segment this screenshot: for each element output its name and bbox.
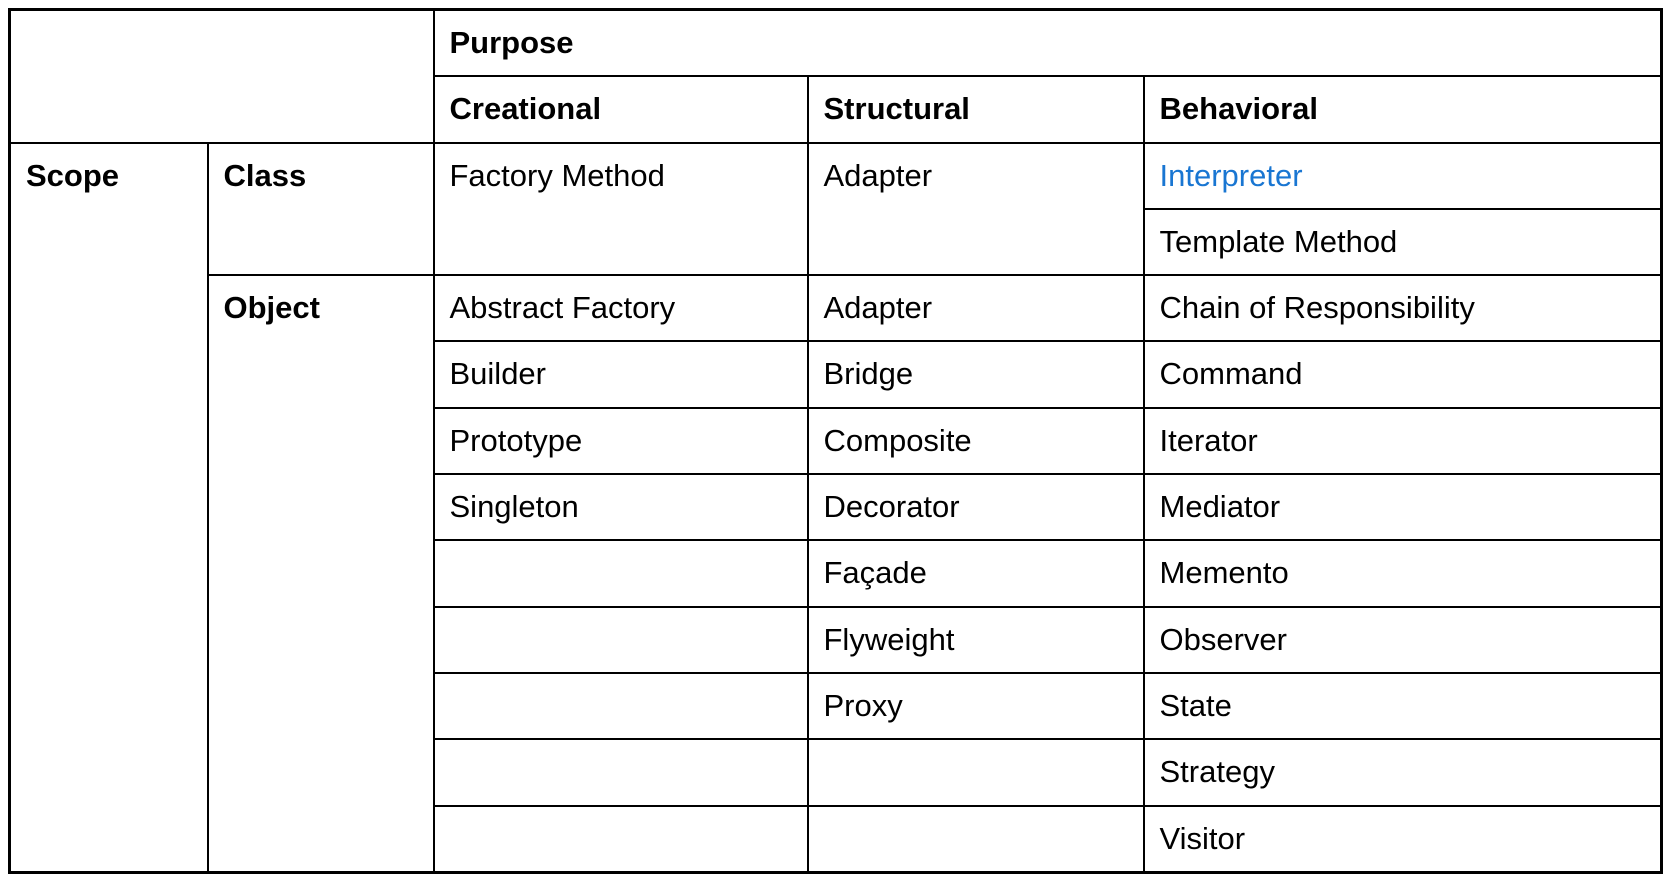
cell-structural-decorator: Decorator — [806, 473, 1145, 542]
cell-behavioral-command: Command — [1142, 340, 1663, 409]
cell-behavioral-mediator: Mediator — [1142, 473, 1663, 542]
cell-structural-facade: Façade — [806, 539, 1145, 608]
cell-behavioral-observer: Observer — [1142, 605, 1663, 674]
row-object-2: Builder Bridge Command — [10, 340, 1663, 409]
cell-structural-bridge: Bridge — [806, 340, 1145, 409]
cell-creational-abstract-factory: Abstract Factory — [432, 274, 809, 343]
cell-creational-factory-method: Factory Method — [432, 141, 809, 277]
row-object-4: Singleton Decorator Mediator — [10, 473, 1663, 542]
cell-structural-adapter-object: Adapter — [806, 274, 1145, 343]
cell-creational-empty-5 — [432, 804, 809, 874]
cell-creational-prototype: Prototype — [432, 406, 809, 476]
header-row-categories: Creational Structural Behavioral — [10, 75, 1663, 144]
header-creational: Creational — [432, 75, 809, 144]
cell-behavioral-iterator: Iterator — [1142, 406, 1663, 476]
cell-behavioral-state: State — [1142, 671, 1663, 741]
cell-structural-flyweight: Flyweight — [806, 605, 1145, 674]
cell-structural-empty-2 — [806, 804, 1145, 874]
row-object-5: Façade Memento — [10, 539, 1663, 608]
cell-behavioral-interpreter: Interpreter — [1142, 141, 1663, 210]
cell-behavioral-strategy: Strategy — [1142, 738, 1663, 807]
cell-structural-empty-1 — [806, 738, 1145, 807]
cell-creational-empty-3 — [432, 671, 809, 741]
interpreter-link[interactable]: Interpreter — [1159, 157, 1303, 193]
row-class-template-method: Template Method — [10, 207, 1663, 277]
header-structural: Structural — [806, 75, 1145, 144]
scope-class-header: Class — [206, 141, 435, 277]
design-patterns-table: Purpose Creational Structural Behavioral… — [8, 8, 1664, 874]
scope-row-header: Scope — [8, 141, 209, 874]
row-object-6: Flyweight Observer — [10, 605, 1663, 674]
cell-behavioral-template-method: Template Method — [1142, 207, 1663, 277]
cell-behavioral-chain-of-responsibility: Chain of Responsibility — [1142, 274, 1663, 343]
header-behavioral: Behavioral — [1142, 75, 1663, 144]
row-class-interpreter: Scope Class Factory Method Adapter Inter… — [8, 141, 1663, 874]
cell-structural-adapter-class: Adapter — [806, 141, 1145, 277]
cell-structural-composite: Composite — [806, 406, 1145, 476]
row-object-8: Strategy — [10, 738, 1663, 807]
cell-creational-builder: Builder — [432, 340, 809, 409]
cell-creational-empty-1 — [432, 539, 809, 608]
row-object-7: Proxy State — [10, 671, 1663, 741]
cell-creational-empty-4 — [432, 738, 809, 807]
row-object-9: Visitor — [10, 804, 1663, 874]
cell-behavioral-visitor: Visitor — [1142, 804, 1663, 874]
cell-structural-proxy: Proxy — [806, 671, 1145, 741]
row-object-3: Prototype Composite Iterator — [10, 406, 1663, 476]
cell-behavioral-memento: Memento — [1142, 539, 1663, 608]
row-object-1: Object Abstract Factory Adapter Chain of… — [10, 274, 1663, 874]
header-row-purpose: Purpose — [8, 8, 1663, 144]
cell-creational-empty-2 — [432, 605, 809, 674]
header-purpose: Purpose — [432, 8, 1663, 78]
corner-cell — [8, 8, 435, 144]
cell-creational-singleton: Singleton — [432, 473, 809, 542]
scope-object-header: Object — [206, 274, 435, 874]
